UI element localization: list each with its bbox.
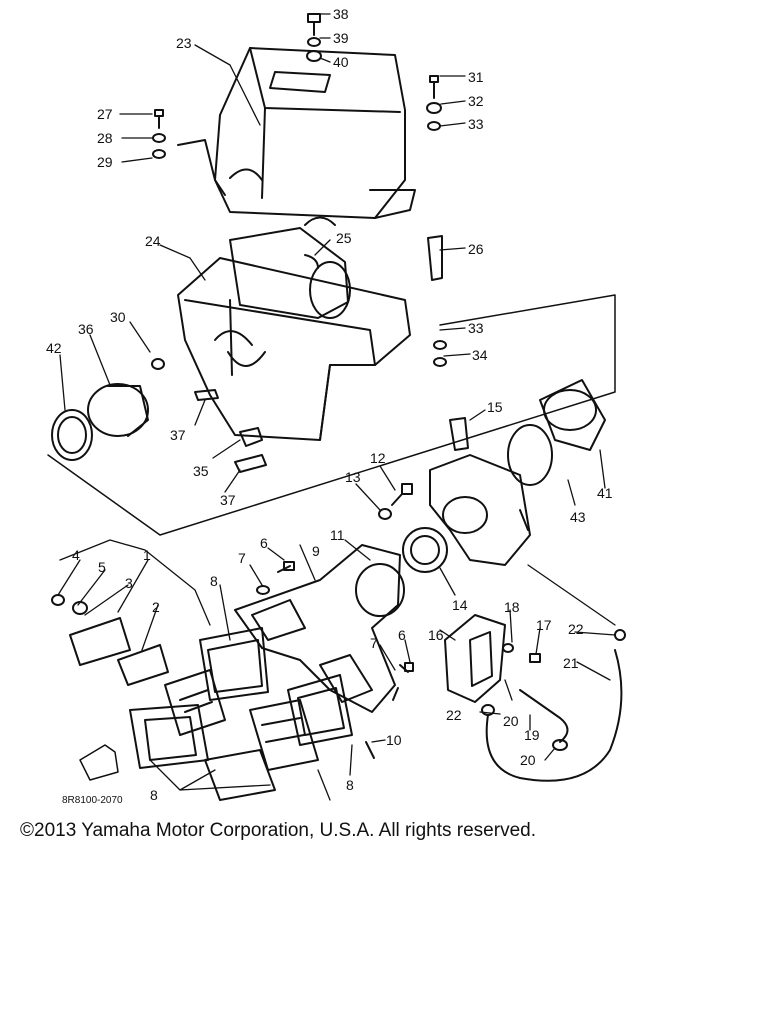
callout-31: 31 (468, 69, 484, 85)
callout-8-lower-left: 8 (150, 787, 158, 803)
callout-25: 25 (336, 230, 352, 246)
callout-43: 43 (570, 509, 586, 525)
callout-40: 40 (333, 54, 349, 70)
copyright-notice: ©2013 Yamaha Motor Corporation, U.S.A. A… (20, 820, 536, 841)
callout-22-left: 22 (446, 707, 462, 723)
callout-18: 18 (504, 599, 520, 615)
callout-19: 19 (524, 727, 540, 743)
callout-38: 38 (333, 6, 349, 22)
clips (194, 235, 443, 473)
callout-33-lower: 33 (468, 320, 484, 336)
callout-34: 34 (472, 347, 488, 363)
manifold-bolts (256, 561, 414, 759)
callout-22-right: 22 (568, 621, 584, 637)
callout-6-upper: 6 (260, 535, 268, 551)
callout-6-lower: 6 (398, 627, 406, 643)
fuel-pump (444, 614, 541, 703)
airbox-case (177, 257, 411, 441)
callout-7-lower: 7 (370, 635, 378, 651)
parts-diagram: 1 2 3 4 5 6 7 8 9 10 11 12 13 14 15 16 1… (46, 6, 626, 806)
callout-17: 17 (536, 617, 552, 633)
reed-valves (51, 594, 353, 801)
callout-20-upper: 20 (503, 713, 519, 729)
leader-lines (57, 13, 616, 801)
callout-13: 13 (345, 469, 361, 485)
callout-7-upper: 7 (238, 550, 246, 566)
drawing-code: 8R8100-2070 (62, 795, 123, 806)
callout-24: 24 (145, 233, 161, 249)
callout-2: 2 (152, 599, 160, 615)
callout-35: 35 (193, 463, 209, 479)
callout-29: 29 (97, 154, 113, 170)
callout-3: 3 (125, 575, 133, 591)
callout-20-lower: 20 (520, 752, 536, 768)
callout-8-upper: 8 (210, 573, 218, 589)
callout-4: 4 (72, 547, 80, 563)
carb-joints (402, 379, 606, 573)
callout-41: 41 (597, 485, 613, 501)
callout-36: 36 (78, 321, 94, 337)
callout-32: 32 (468, 93, 484, 109)
callout-10: 10 (386, 732, 402, 748)
callout-39: 39 (333, 30, 349, 46)
air-filter (229, 227, 351, 319)
callout-26: 26 (468, 241, 484, 257)
carburetor (429, 417, 531, 566)
callout-8-lower-right: 8 (346, 777, 354, 793)
airbox-cover (177, 47, 416, 226)
callout-27: 27 (97, 106, 113, 122)
callout-14: 14 (452, 597, 468, 613)
callout-23: 23 (176, 35, 192, 51)
intake-caps (51, 383, 149, 461)
callout-37-upper: 37 (170, 427, 186, 443)
callout-42: 42 (46, 340, 62, 356)
hardware-mid (378, 483, 413, 520)
callout-28: 28 (97, 130, 113, 146)
callout-37-lower: 37 (220, 492, 236, 508)
callout-15: 15 (487, 399, 503, 415)
region-outline (47, 294, 616, 536)
callout-9: 9 (312, 543, 320, 559)
callout-labels: 1 2 3 4 5 6 7 8 9 10 11 12 13 14 15 16 1… (46, 6, 613, 806)
callout-5: 5 (98, 559, 106, 575)
callout-33-upper: 33 (468, 116, 484, 132)
hardware-top (151, 13, 447, 370)
callout-1: 1 (143, 547, 151, 563)
callout-12: 12 (370, 450, 386, 466)
callout-21: 21 (563, 655, 579, 671)
inset-icon (79, 744, 119, 781)
fuel-hoses (481, 629, 626, 782)
callout-30: 30 (110, 309, 126, 325)
callout-16: 16 (428, 627, 444, 643)
callout-11: 11 (330, 527, 345, 543)
